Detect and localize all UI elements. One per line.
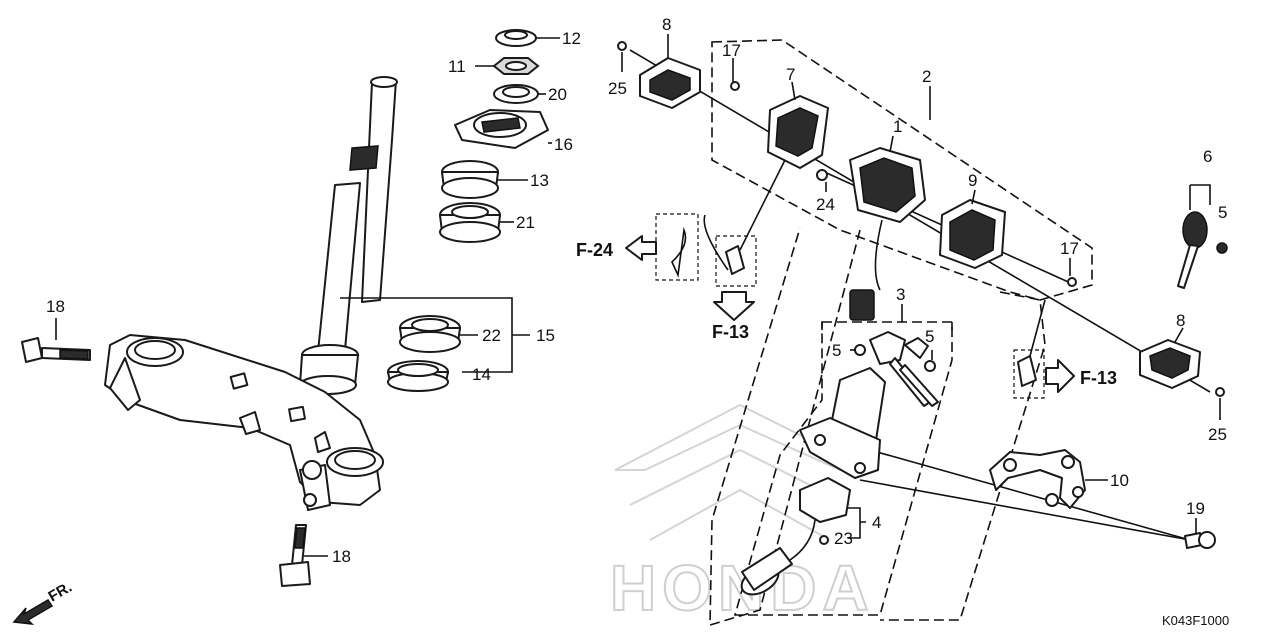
switch-part-7 bbox=[730, 81, 829, 169]
front-arrow bbox=[12, 598, 54, 625]
ignition-part-1 bbox=[816, 147, 926, 321]
callout-18a: 18 bbox=[46, 297, 65, 316]
callout-4: 4 bbox=[872, 513, 881, 532]
callout-16: 16 bbox=[554, 135, 573, 154]
callout-6: 6 bbox=[1203, 147, 1212, 166]
callout-1: 1 bbox=[893, 117, 902, 136]
callout-9: 9 bbox=[968, 171, 977, 190]
reference-f13-right: F-13 bbox=[1080, 368, 1117, 388]
callout-5a: 5 bbox=[832, 341, 841, 360]
switch-part-8-lower bbox=[1139, 339, 1225, 397]
callout-3: 3 bbox=[896, 285, 905, 304]
callout-17a: 17 bbox=[722, 41, 741, 60]
arrow-f13-down bbox=[713, 291, 755, 321]
switch-part-8-upper bbox=[617, 41, 701, 109]
callout-21: 21 bbox=[516, 213, 535, 232]
callout-24: 24 bbox=[816, 195, 835, 214]
bolt-18-bottom bbox=[279, 524, 311, 587]
arrow-f24 bbox=[625, 235, 657, 261]
callout-15: 15 bbox=[536, 326, 555, 345]
callout-11: 11 bbox=[448, 57, 466, 76]
callout-14: 14 bbox=[472, 365, 491, 384]
callout-5b: 5 bbox=[925, 327, 934, 346]
callout-7: 7 bbox=[786, 65, 795, 84]
connector-details bbox=[655, 159, 1046, 399]
bearing-stack bbox=[439, 29, 549, 243]
callout-13: 13 bbox=[530, 171, 549, 190]
references: F-24 F-13 F-13 bbox=[576, 240, 1117, 388]
bracket-10 bbox=[989, 449, 1086, 509]
callouts: 1 2 3 4 5 5 5 6 7 8 8 9 10 11 12 13 14 1… bbox=[46, 15, 1227, 566]
arrow-f13-right bbox=[1045, 359, 1075, 393]
frame-2 bbox=[711, 39, 1093, 301]
callout-20: 20 bbox=[548, 85, 567, 104]
callout-25b: 25 bbox=[1208, 425, 1227, 444]
callout-2: 2 bbox=[922, 67, 931, 86]
callout-25a: 25 bbox=[608, 79, 627, 98]
key-6 bbox=[1177, 211, 1228, 289]
callout-22: 22 bbox=[482, 326, 501, 345]
honda-watermark: HONDA bbox=[609, 403, 875, 625]
watermark-text: HONDA bbox=[610, 552, 875, 624]
callout-12: 12 bbox=[562, 29, 581, 48]
frame-lower bbox=[709, 227, 861, 627]
callout-17b: 17 bbox=[1060, 239, 1079, 258]
diagram-code: K043F1000 bbox=[1162, 613, 1229, 628]
bolt-18-left bbox=[21, 337, 91, 363]
callout-10: 10 bbox=[1110, 471, 1129, 490]
front-label: FR. bbox=[46, 579, 75, 606]
callout-19: 19 bbox=[1186, 499, 1205, 518]
callout-8b: 8 bbox=[1176, 311, 1185, 330]
callout-5c: 5 bbox=[1218, 203, 1227, 222]
callout-18b: 18 bbox=[332, 547, 351, 566]
callout-23: 23 bbox=[834, 529, 853, 548]
lock-assembly bbox=[740, 331, 939, 596]
switch-part-9 bbox=[939, 199, 1077, 287]
bolt-19 bbox=[1184, 531, 1216, 549]
steering-stem-assembly bbox=[104, 76, 398, 511]
reference-f13-lower: F-13 bbox=[712, 322, 749, 342]
callout-8a: 8 bbox=[662, 15, 671, 34]
bearing-22-14 bbox=[387, 315, 461, 392]
leaders-right bbox=[621, 34, 1221, 539]
leaders-left bbox=[55, 37, 560, 557]
axis-lines bbox=[629, 49, 1211, 541]
reference-f24: F-24 bbox=[576, 240, 613, 260]
